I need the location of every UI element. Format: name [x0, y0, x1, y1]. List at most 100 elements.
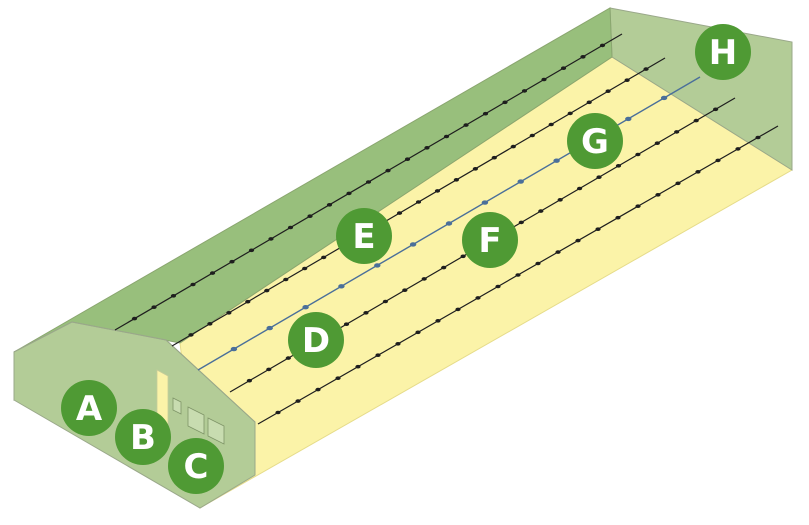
badge-d: D	[288, 312, 344, 368]
badge-label: G	[581, 122, 609, 162]
pipe-nozzle	[605, 89, 611, 93]
pipe-nozzle	[481, 200, 489, 205]
pipe-nozzle	[266, 325, 273, 331]
pipe-nozzle	[695, 170, 701, 174]
pipe-nozzle	[365, 180, 372, 184]
pipe-nozzle	[188, 333, 194, 337]
badge-label: F	[478, 221, 501, 261]
pipe-nozzle	[268, 237, 274, 241]
pipe-nozzle	[283, 277, 289, 282]
pipe-nozzle	[502, 100, 508, 105]
badge-circle	[567, 113, 623, 169]
pipe-nozzle	[230, 346, 238, 352]
pipe-nozzle	[517, 179, 524, 184]
pipe-nozzle	[635, 152, 641, 157]
pipe-nozzle	[560, 66, 567, 70]
pipe-nozzle	[190, 282, 196, 287]
pipe-line-5	[257, 125, 779, 425]
badge-label: D	[302, 321, 330, 361]
pipe-nozzle	[660, 95, 668, 101]
pipe-nozzle	[151, 305, 157, 310]
pipe-nozzle	[693, 118, 699, 123]
pipe-nozzle	[713, 107, 719, 112]
pipe-nozzle	[335, 376, 341, 381]
pipe-nozzle	[755, 135, 761, 140]
equipment-box-large	[207, 417, 225, 445]
badge-circle	[288, 312, 344, 368]
pipe-nozzle	[654, 141, 660, 145]
pipe-nozzle	[674, 130, 680, 134]
pipe-nozzle	[655, 193, 661, 197]
pipe-nozzle	[555, 250, 561, 254]
pipe-nozzle	[455, 307, 461, 312]
pipe-nozzle	[434, 189, 441, 193]
pipe-nozzle	[363, 311, 369, 315]
pipe-nozzle	[170, 294, 177, 298]
pipe-nozzle	[586, 100, 592, 105]
pipe-nozzle	[321, 255, 327, 260]
equipment-box-medium	[187, 406, 205, 435]
pipe-nozzle	[404, 157, 411, 161]
pipe-nozzle	[375, 353, 381, 358]
pipe-nozzle	[553, 158, 560, 163]
badge-c: C	[168, 438, 224, 494]
pipe-nozzle	[482, 111, 489, 116]
pipe-nozzle	[396, 211, 403, 215]
pipe-nozzle	[443, 134, 450, 139]
badge-label: C	[184, 447, 209, 487]
pipe-nozzle	[287, 225, 294, 230]
badge-b: B	[115, 409, 171, 465]
badge-label: A	[76, 389, 103, 429]
pipe-nozzle	[385, 168, 391, 173]
pipe-nozzle	[264, 288, 270, 293]
pipe-nozzle	[541, 77, 547, 82]
pipe-nozzle	[567, 111, 573, 116]
badge-label: H	[709, 33, 737, 73]
pipe-nozzle	[515, 273, 521, 277]
pipe-nozzle	[326, 203, 333, 207]
pipe-nozzle	[557, 198, 563, 202]
pipe-nozzle	[421, 277, 427, 281]
badge-circle	[462, 212, 518, 268]
pipe-nozzle	[131, 316, 138, 321]
pipe-nozzle	[248, 248, 255, 253]
pipe-line-1	[114, 33, 623, 331]
badges: ABC D E F G H	[61, 24, 751, 494]
pipe-nozzle	[266, 367, 272, 372]
equipment-boxes	[172, 397, 225, 445]
badge-label: E	[352, 217, 375, 257]
badge-e: E	[336, 208, 392, 264]
pipe-nozzle	[615, 215, 621, 220]
badge-g: G	[567, 113, 623, 169]
pipe-nozzle	[275, 410, 281, 415]
badge-h: H	[695, 24, 751, 80]
badge-circle	[115, 409, 171, 465]
pipe-nozzle	[675, 181, 681, 186]
pipe-nozzle	[715, 158, 721, 163]
pipe-nozzle	[307, 214, 313, 218]
pipe-nozzle	[491, 155, 497, 160]
pipe-nozzle	[460, 254, 466, 259]
pipe-nozzle	[415, 330, 421, 335]
pipe-nozzle	[395, 342, 401, 346]
badge-circle	[695, 24, 751, 80]
pipe-nozzle	[382, 299, 388, 304]
badge-f: F	[462, 212, 518, 268]
pipe-nozzle	[453, 178, 459, 182]
badge-circle	[168, 438, 224, 494]
pipe-nozzle	[355, 364, 361, 369]
pipe-nozzle	[643, 67, 649, 71]
badge-circle	[336, 208, 392, 264]
badge-circle	[61, 380, 117, 436]
pipe-nozzle	[615, 164, 622, 168]
pipe-nozzle	[246, 378, 252, 383]
equipment-box-small	[172, 397, 182, 415]
pipe-nozzle	[475, 296, 481, 300]
gable-edge	[71, 321, 256, 423]
pipe-nozzle	[577, 186, 583, 191]
pipe-nozzle	[435, 319, 441, 323]
pipe-nozzle	[472, 167, 478, 171]
pipe-nozzle	[338, 284, 345, 289]
